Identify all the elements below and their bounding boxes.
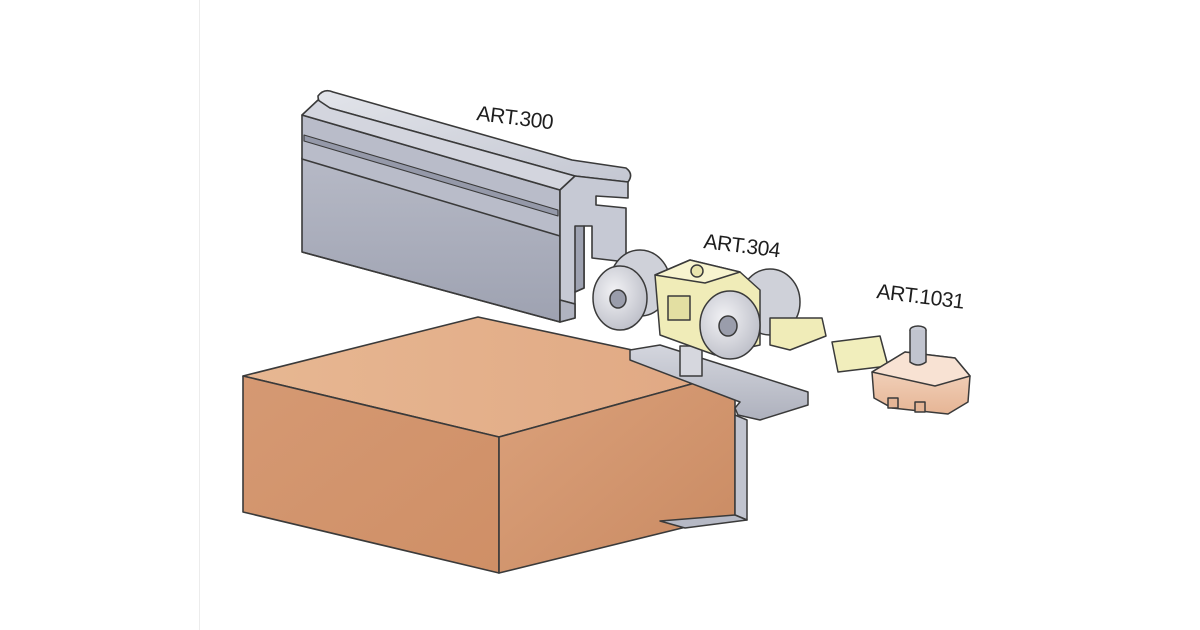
bracket-bottom-lip — [659, 514, 748, 529]
carriage-front-wheel-right-hub — [718, 315, 738, 337]
roller-carriage — [592, 249, 827, 377]
guide-pin — [909, 330, 927, 366]
carriage-front-wheel-left-hub — [609, 289, 627, 309]
mounting-bracket — [629, 344, 809, 529]
carriage-lever — [769, 317, 827, 351]
floor-guide — [831, 325, 971, 415]
rail-lower-lip — [559, 299, 576, 323]
rail-end-inner — [574, 225, 585, 293]
guide-article-label: ART.1031 — [875, 280, 965, 314]
carriage-stem — [679, 345, 703, 377]
bracket-top-plate — [629, 344, 809, 421]
carriage-window — [667, 295, 691, 321]
rail-top-surface — [301, 99, 576, 191]
bracket-vertical-flange — [734, 414, 748, 521]
rail-article-label: ART.300 — [475, 102, 554, 134]
guide-foot-right — [914, 401, 926, 413]
carriage-article-label: ART.304 — [702, 230, 782, 262]
guide-base-top — [871, 351, 971, 387]
guide-foot-left — [887, 397, 899, 409]
carriage-adjust-screw — [690, 264, 704, 278]
left-edge-divider — [199, 0, 200, 630]
rail-groove — [303, 134, 559, 217]
wooden-door-panel — [242, 316, 736, 574]
aluminium-rail — [301, 89, 632, 323]
